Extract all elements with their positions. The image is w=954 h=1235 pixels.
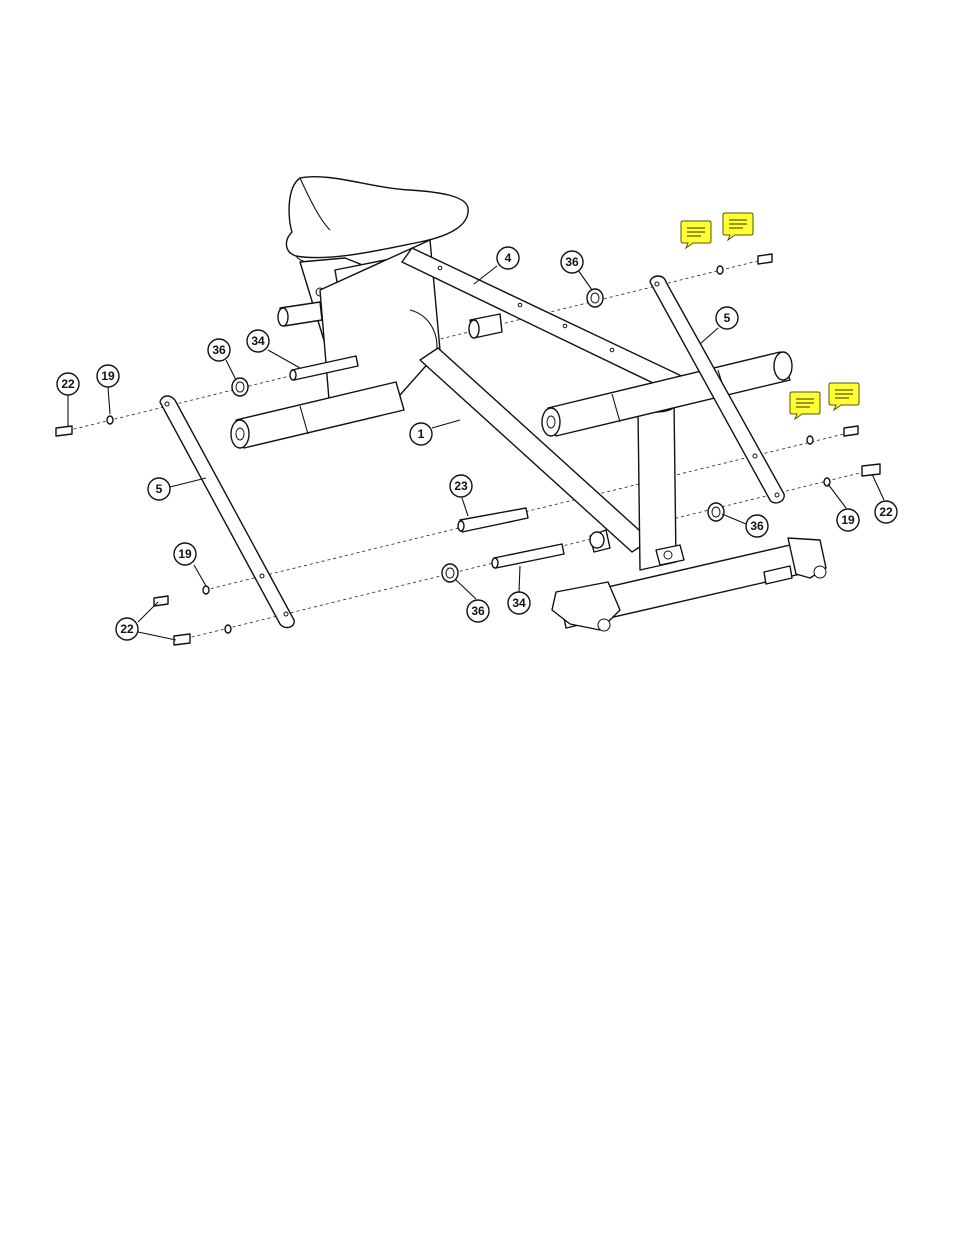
- callout-19-b: 19: [837, 509, 859, 531]
- bushing-36-d: [442, 564, 458, 582]
- svg-text:36: 36: [750, 519, 764, 533]
- upright-post: [638, 400, 676, 570]
- svg-text:34: 34: [512, 596, 526, 610]
- callout-4: 4: [497, 247, 519, 269]
- comment-note-icon[interactable]: [790, 392, 820, 419]
- svg-text:5: 5: [724, 311, 731, 325]
- base-foot-bar: [552, 538, 826, 631]
- pin-23: [458, 508, 528, 532]
- callout-23: 23: [450, 475, 472, 497]
- svg-text:5: 5: [156, 482, 163, 496]
- callout-22-b: 22: [875, 501, 897, 523]
- callout-22-a: 22: [57, 373, 79, 395]
- callout-1: 1: [410, 423, 432, 445]
- callout-36-a: 36: [561, 251, 583, 273]
- bushing-36-b: [232, 378, 248, 396]
- callout-34-b: 34: [508, 592, 530, 614]
- svg-text:36: 36: [212, 343, 226, 357]
- svg-text:1: 1: [418, 427, 425, 441]
- callout-36-d: 36: [467, 600, 489, 622]
- callout-36-c: 36: [746, 515, 768, 537]
- svg-text:34: 34: [251, 334, 265, 348]
- main-frame-tube: [420, 348, 650, 552]
- callout-34-a: 34: [247, 330, 269, 352]
- svg-text:22: 22: [879, 505, 893, 519]
- comment-note-icon[interactable]: [829, 383, 859, 410]
- callout-36-b: 36: [208, 339, 230, 361]
- bushing-36-a: [587, 289, 603, 307]
- seat: [286, 177, 468, 264]
- callout-19-a: 19: [97, 365, 119, 387]
- callout-5-b: 5: [148, 478, 170, 500]
- svg-text:36: 36: [565, 255, 579, 269]
- bushing-front-post: [590, 530, 610, 552]
- svg-text:22: 22: [120, 622, 134, 636]
- svg-text:19: 19: [178, 547, 192, 561]
- svg-text:23: 23: [454, 479, 468, 493]
- bushing-36-c: [708, 503, 724, 521]
- pin-34-lower: [492, 544, 564, 568]
- svg-text:22: 22: [61, 377, 75, 391]
- svg-text:19: 19: [841, 513, 855, 527]
- comment-note-icon[interactable]: [681, 221, 711, 248]
- svg-text:4: 4: [505, 251, 512, 265]
- svg-text:36: 36: [471, 604, 485, 618]
- comment-note-icon[interactable]: [723, 213, 753, 240]
- callout-5-a: 5: [716, 307, 738, 329]
- callout-19-c: 19: [174, 543, 196, 565]
- callout-22-c: 22: [116, 618, 138, 640]
- svg-text:19: 19: [101, 369, 115, 383]
